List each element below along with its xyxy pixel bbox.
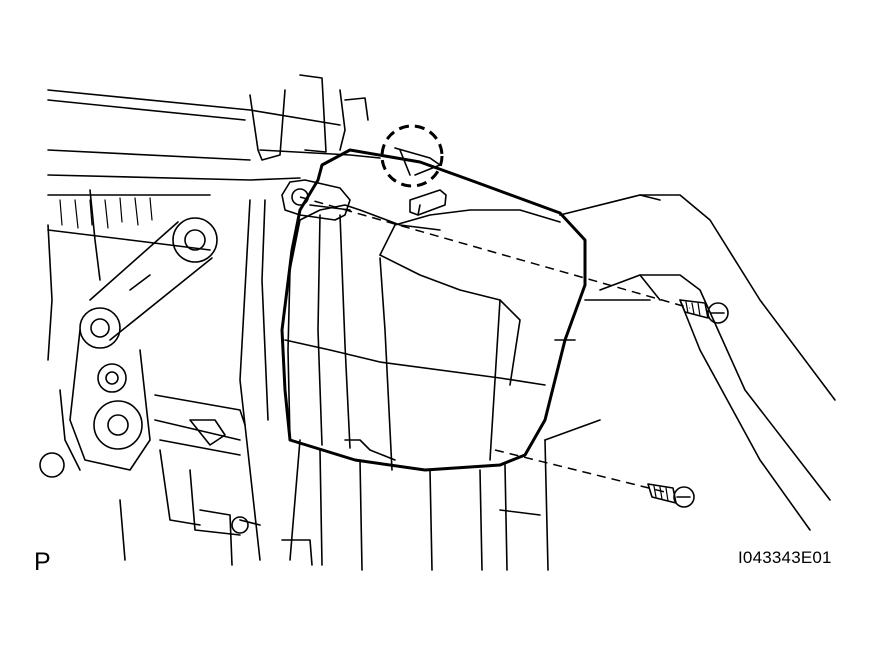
corner-label: P xyxy=(34,548,51,576)
screw-upper xyxy=(679,299,729,324)
linkage-arm xyxy=(39,217,218,478)
screw-lower xyxy=(647,483,695,508)
housing-panels xyxy=(239,199,549,571)
alignment-lines xyxy=(299,196,691,493)
right-duct xyxy=(544,194,836,531)
figure-code-label: I043343E01 xyxy=(738,548,832,567)
upper-frame xyxy=(47,74,381,361)
cover-component xyxy=(280,148,587,472)
clip-detail xyxy=(394,147,447,216)
lower-bracket xyxy=(119,394,261,566)
claw-highlight-circle xyxy=(380,124,444,188)
